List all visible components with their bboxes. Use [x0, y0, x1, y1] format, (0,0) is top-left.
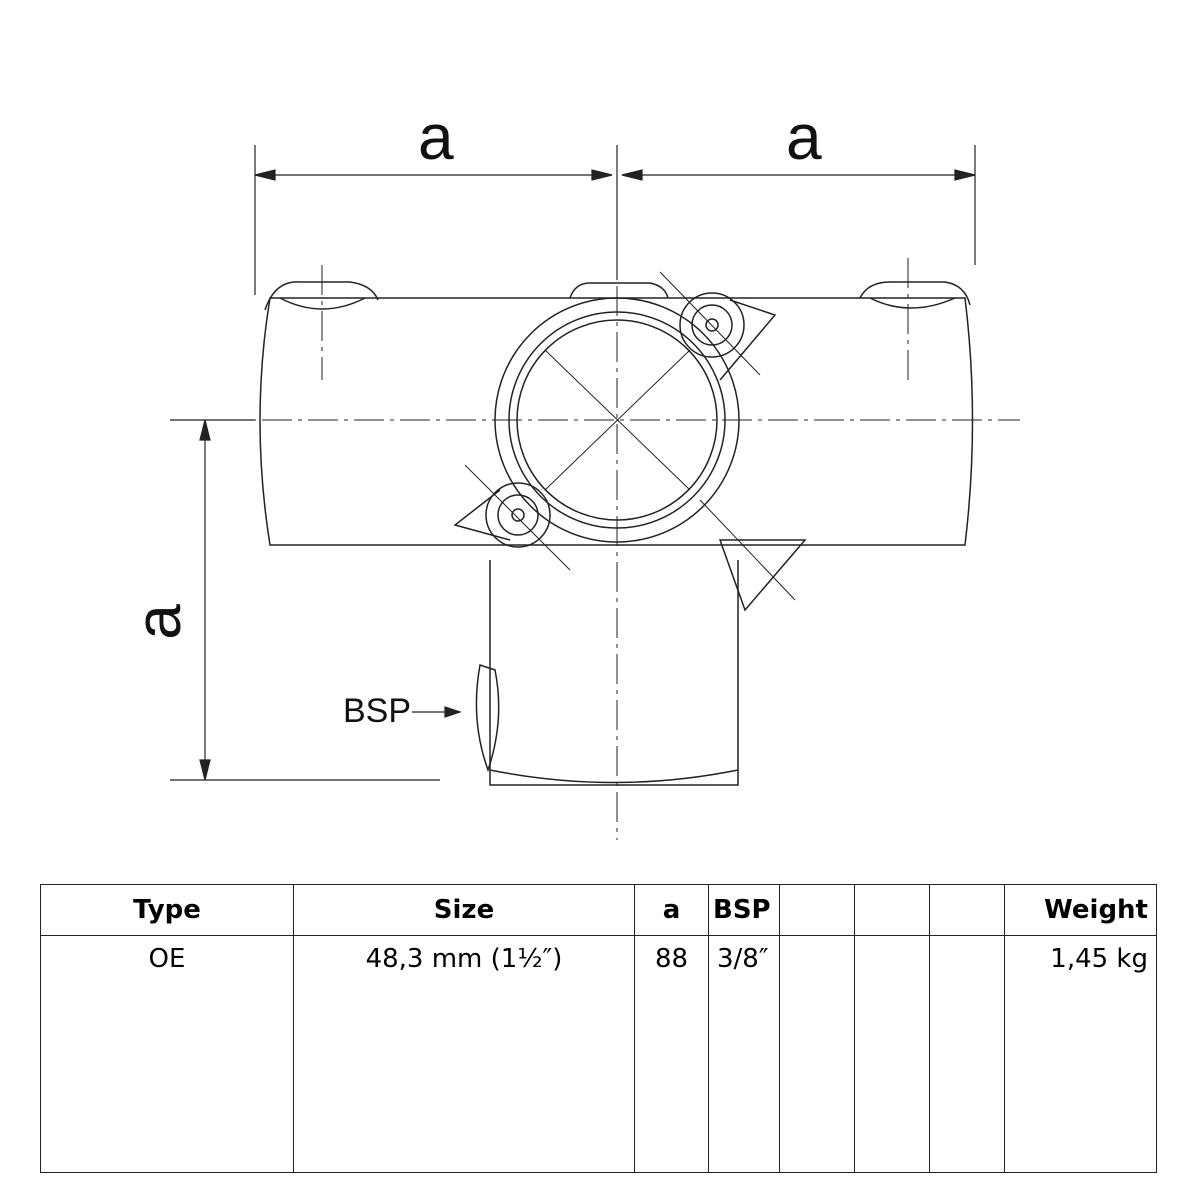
- header-bsp: BSP: [708, 884, 780, 936]
- cell-type: OE: [40, 935, 294, 1173]
- cell-size: 48,3 mm (1½″): [293, 935, 635, 1173]
- table-row: OE 48,3 mm (1½″) 88 3/8″ 1,45 kg: [40, 935, 1157, 1173]
- dimension-label-top-right: a: [786, 101, 822, 173]
- cell-a: 88: [634, 935, 709, 1173]
- clamp-body: [453, 271, 807, 612]
- header-size: Size: [293, 884, 635, 936]
- branch-tube: [475, 560, 739, 786]
- cell-weight: 1,45 kg: [1004, 935, 1157, 1173]
- center-lines: [170, 240, 1020, 840]
- cell-empty-2: [854, 935, 930, 1173]
- dimension-lines: [170, 145, 976, 781]
- header-a: a: [634, 884, 709, 936]
- dimension-label-top-left: a: [418, 101, 454, 173]
- spec-table: Type Size a BSP Weight OE 48,3 mm (1½″) …: [40, 884, 1157, 1173]
- header-type: Type: [40, 884, 294, 936]
- cell-empty-1: [779, 935, 855, 1173]
- dimension-label-vertical: a: [121, 604, 194, 640]
- header-weight: Weight: [1004, 884, 1157, 936]
- bsp-label: BSP: [343, 692, 412, 730]
- fitting-drawing: [170, 145, 1020, 840]
- header-empty-1: [779, 884, 855, 936]
- header-empty-3: [929, 884, 1005, 936]
- table-header-row: Type Size a BSP Weight: [40, 884, 1157, 936]
- cell-bsp: 3/8″: [708, 935, 780, 1173]
- main-tube: [259, 281, 974, 546]
- cell-empty-3: [929, 935, 1005, 1173]
- header-empty-2: [854, 884, 930, 936]
